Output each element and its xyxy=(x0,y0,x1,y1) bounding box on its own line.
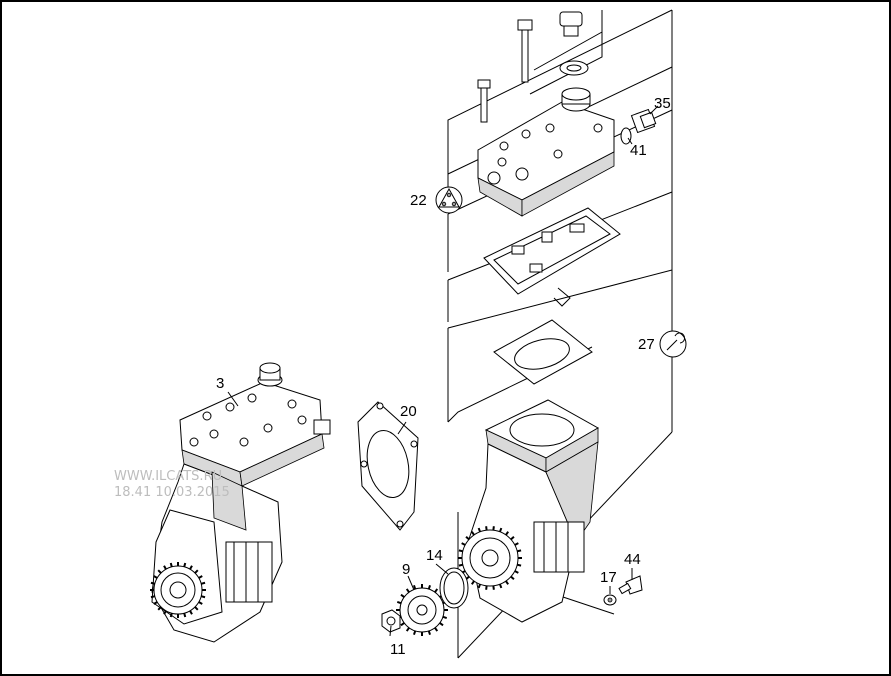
gear-tooth xyxy=(458,563,464,567)
label-part-14[interactable]: 14 xyxy=(426,547,443,564)
gear-tooth xyxy=(498,527,503,533)
drive-gear-9[interactable] xyxy=(396,584,448,636)
gear-tooth xyxy=(405,588,410,593)
gear-tooth xyxy=(198,575,203,579)
triangle-holes-icon xyxy=(435,186,463,214)
gear-tooth xyxy=(405,627,410,632)
gear-tooth xyxy=(200,581,206,585)
gear-tooth xyxy=(442,615,448,619)
valve-plate-gasket[interactable] xyxy=(483,207,621,307)
gear-teeth-left xyxy=(150,562,206,618)
gear-tooth xyxy=(461,542,466,546)
compressor-assembled[interactable] xyxy=(150,362,331,643)
gear-tooth xyxy=(516,549,522,553)
gear-tooth xyxy=(198,601,203,605)
gear-tooth xyxy=(169,562,173,568)
gear-tooth xyxy=(458,549,464,553)
gear-tooth xyxy=(157,606,162,611)
label-part-17[interactable]: 17 xyxy=(600,569,617,586)
watermark-line1: WWW.ILCATS.RU xyxy=(114,469,222,484)
washer-17[interactable] xyxy=(603,594,617,606)
label-part-22[interactable]: 22 xyxy=(410,192,427,209)
gear-tooth xyxy=(413,584,417,590)
label-part-20[interactable]: 20 xyxy=(400,403,417,420)
leader-lines xyxy=(227,105,659,637)
label-part-41[interactable]: 41 xyxy=(630,142,647,159)
bolt-44[interactable] xyxy=(618,575,643,595)
gear-tooth xyxy=(514,570,519,574)
gear-tooth xyxy=(396,601,402,605)
gear-tooth xyxy=(189,565,193,570)
label-part-27[interactable]: 27 xyxy=(638,336,655,353)
gear-tooth xyxy=(505,531,510,536)
gear-tooth xyxy=(427,630,431,636)
gear-tooth xyxy=(470,580,475,585)
gear-tooth xyxy=(194,606,199,611)
gear-tooth xyxy=(427,584,431,590)
plug-screw[interactable] xyxy=(559,11,583,37)
gear-tooth xyxy=(510,536,515,541)
long-bolt[interactable] xyxy=(517,19,533,83)
gasket-20[interactable] xyxy=(357,401,419,531)
gear-tooth xyxy=(434,627,439,632)
gear-tooth xyxy=(413,630,417,636)
short-bolt[interactable] xyxy=(477,79,491,123)
o-ring-41[interactable] xyxy=(620,127,632,145)
gear-tooth xyxy=(510,575,515,580)
gear-tooth xyxy=(470,531,475,536)
label-part-9[interactable]: 9 xyxy=(402,561,410,578)
gear-tooth xyxy=(157,569,162,574)
gear-tooth xyxy=(163,565,167,570)
cylinder-gasket[interactable] xyxy=(493,319,593,385)
gear-tooth xyxy=(200,595,206,599)
check-valve-35[interactable] xyxy=(630,108,657,134)
o-ring-14[interactable] xyxy=(439,567,469,609)
gear-tooth xyxy=(194,569,199,574)
gear-tooth xyxy=(505,580,510,585)
label-part-11[interactable]: 11 xyxy=(390,641,406,658)
gear-tooth xyxy=(163,610,167,615)
wrench-icon xyxy=(659,330,687,358)
gear-tooth xyxy=(150,595,156,599)
gear-tooth xyxy=(153,601,158,605)
gear-tooth xyxy=(183,612,187,618)
gear-tooth xyxy=(516,563,522,567)
gear-tooth xyxy=(477,527,482,533)
gear-tooth xyxy=(183,562,187,568)
label-part-3[interactable]: 3 xyxy=(216,375,224,392)
label-part-44[interactable]: 44 xyxy=(624,551,641,568)
gear-tooth xyxy=(465,536,470,541)
seal-ring-top[interactable] xyxy=(559,60,589,76)
gear-tooth xyxy=(153,575,158,579)
cylinder-head[interactable] xyxy=(477,87,615,217)
gear-tooth xyxy=(477,583,482,589)
gear-tooth xyxy=(439,622,444,627)
gear-tooth xyxy=(498,583,503,589)
watermark-line2: 18.41 10.03.2015 xyxy=(114,485,230,500)
gear-tooth xyxy=(169,612,173,618)
gear-tooth xyxy=(189,610,193,615)
crankcase[interactable] xyxy=(458,399,600,623)
nut-11[interactable] xyxy=(381,609,401,633)
gear-tooth xyxy=(400,622,405,627)
gear-tooth xyxy=(434,588,439,593)
gear-tooth xyxy=(514,542,519,546)
gear-tooth xyxy=(150,581,156,585)
label-part-35[interactable]: 35 xyxy=(654,95,671,112)
gear-tooth xyxy=(400,593,405,598)
